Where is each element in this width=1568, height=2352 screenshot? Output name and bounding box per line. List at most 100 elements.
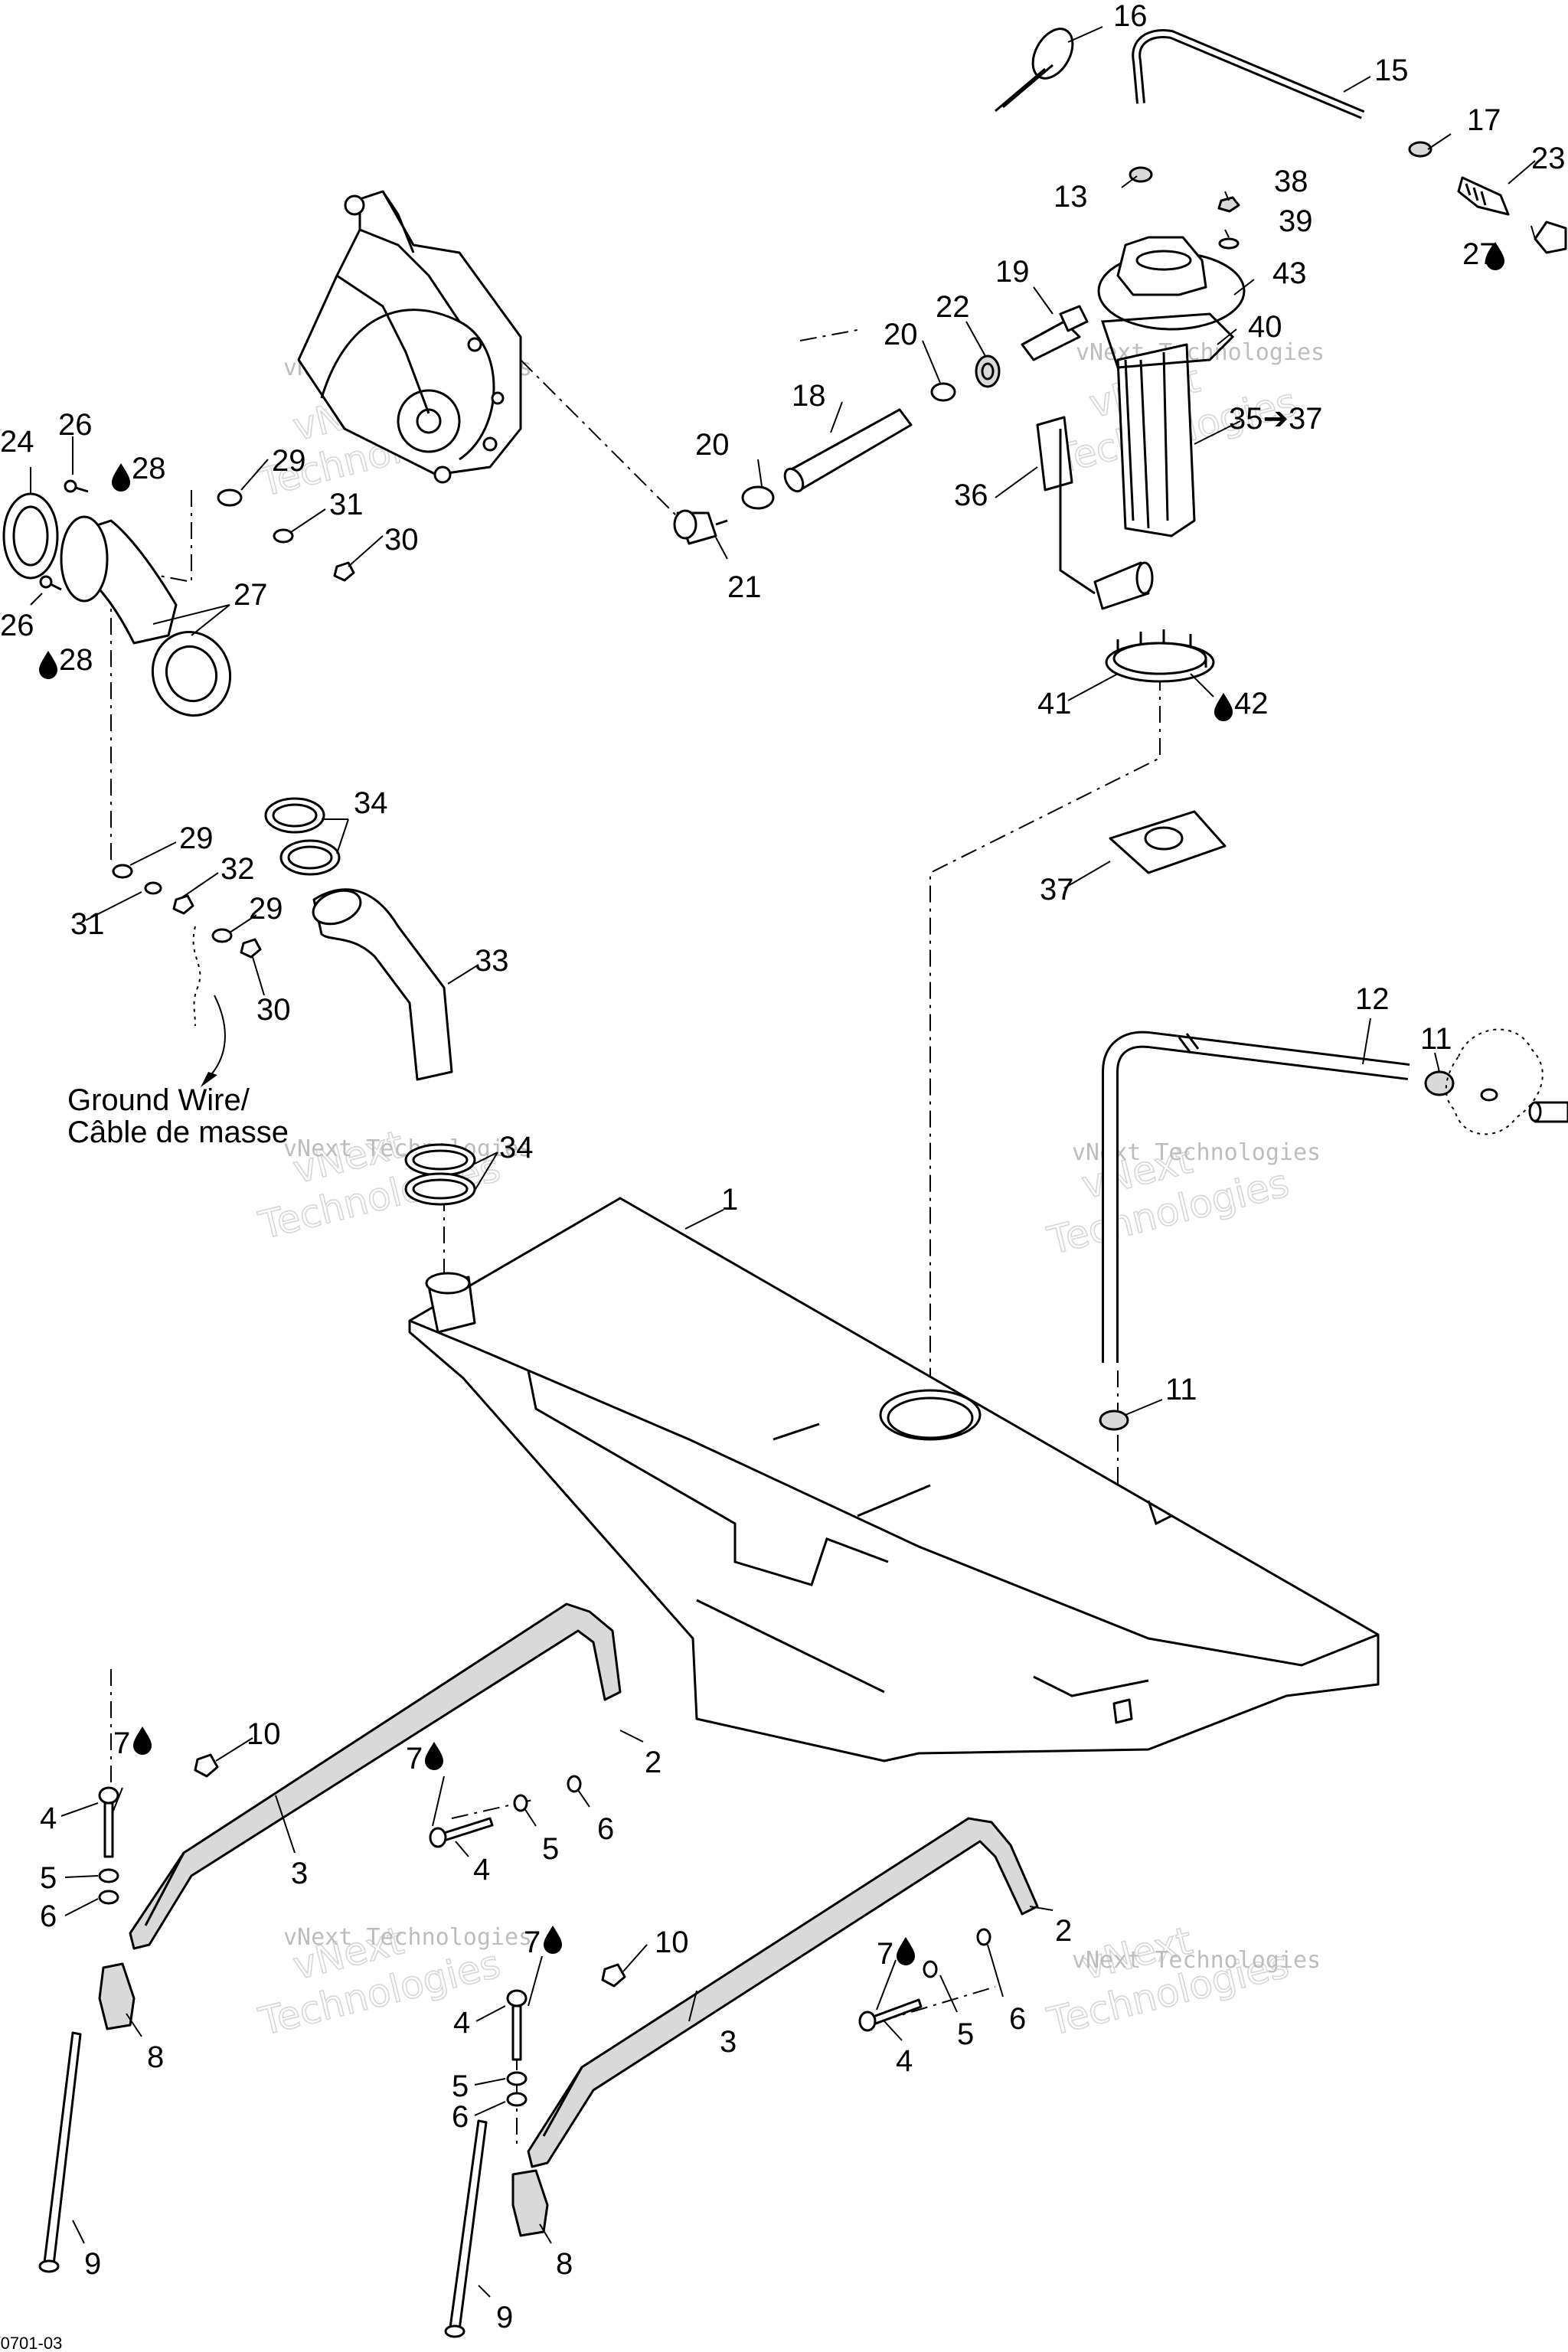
- callout-4: 4: [40, 1802, 57, 1835]
- callout-27: 27: [234, 578, 268, 612]
- callout-5: 5: [542, 1832, 559, 1866]
- clamp: [1408, 141, 1432, 158]
- callout-37: 37: [1040, 873, 1074, 906]
- callout-29: 29: [249, 892, 283, 926]
- vent-hose: [1102, 1031, 1410, 1363]
- callout-4: 4: [453, 2006, 470, 2040]
- callout-10: 10: [247, 1717, 281, 1751]
- callout-29: 29: [272, 444, 306, 478]
- callout-15: 15: [1374, 54, 1409, 87]
- callout-8: 8: [556, 2247, 573, 2281]
- cable-tie: [995, 28, 1074, 113]
- callout-3: 3: [720, 2025, 737, 2059]
- drop-icon: [544, 1926, 562, 1954]
- callout-18: 18: [792, 379, 826, 413]
- callout-29: 29: [179, 822, 214, 855]
- screw: [39, 575, 62, 591]
- vent-fitting: [1445, 1028, 1568, 1135]
- callout-11: 11: [1420, 1022, 1452, 1056]
- screw: [64, 479, 89, 493]
- bolt: [858, 1998, 923, 2032]
- callout-28: 28: [59, 643, 93, 677]
- clamp: [930, 382, 956, 402]
- bolt: [506, 1989, 528, 2061]
- washer: [112, 864, 133, 879]
- callout-30: 30: [256, 993, 291, 1027]
- callout-7: 7: [877, 1937, 893, 1971]
- washer: [976, 1928, 991, 1946]
- hose-clamp: [404, 1172, 476, 1206]
- callout-6: 6: [597, 1812, 614, 1846]
- bolt: [98, 1786, 119, 1858]
- callout-27: 27: [1462, 237, 1497, 271]
- callout-1: 1: [721, 1183, 738, 1217]
- callout-32: 32: [220, 852, 255, 886]
- callout-2: 2: [645, 1746, 662, 1779]
- drop-icon: [133, 1726, 152, 1755]
- callout-2: 2: [1055, 1914, 1072, 1948]
- hose-clamp: [279, 839, 341, 876]
- callout-23: 23: [1531, 142, 1566, 175]
- callout-28: 28: [132, 452, 166, 485]
- watermark: vNext Technologies: [1043, 1137, 1294, 1264]
- callout-36: 36: [954, 479, 988, 512]
- long-bolt: [38, 2031, 82, 2273]
- washer: [217, 488, 243, 507]
- fuel-tank: [408, 1197, 1380, 1762]
- engine-assembly: [297, 190, 522, 484]
- callout-19: 19: [995, 255, 1030, 289]
- washer: [98, 1890, 119, 1905]
- bracket: [511, 2169, 549, 2237]
- long-bolt: [444, 2119, 488, 2338]
- washer: [273, 528, 294, 544]
- callout-20: 20: [695, 428, 730, 462]
- washer: [98, 1868, 119, 1883]
- bolt: [429, 1817, 494, 1848]
- callout-17: 17: [1467, 103, 1501, 137]
- callout-7: 7: [113, 1726, 130, 1760]
- clamp: [1424, 1070, 1455, 1096]
- callout-9: 9: [496, 2301, 513, 2334]
- tank-strap-upper: [129, 1602, 622, 1950]
- callout-6: 6: [452, 2100, 469, 2134]
- washer: [923, 1960, 938, 1978]
- hose-clamp: [264, 797, 325, 834]
- drop-icon: [897, 1937, 915, 1965]
- fuel-pump-module: [1097, 236, 1246, 537]
- drop-icon: [425, 1742, 443, 1770]
- callout-34: 34: [499, 1131, 534, 1165]
- callout-7: 7: [524, 1926, 541, 1959]
- nut: [172, 894, 194, 915]
- clamp: [741, 485, 775, 510]
- nut: [240, 938, 262, 959]
- callout-30: 30: [384, 523, 419, 557]
- washer: [506, 2071, 528, 2086]
- reference-code: 17/0701-03: [0, 2334, 62, 2352]
- lock-ring: [1105, 629, 1215, 683]
- callout-31: 31: [329, 488, 364, 521]
- clamp: [975, 354, 1001, 388]
- callout-4: 4: [473, 1853, 490, 1886]
- tank-strap-lower: [527, 1817, 1039, 2168]
- quick-connector: [1021, 305, 1089, 361]
- bracket: [98, 1962, 136, 2030]
- nut: [601, 1963, 626, 1988]
- callout-6: 6: [40, 1900, 57, 1933]
- washer: [144, 881, 162, 895]
- callout-7: 7: [406, 1742, 423, 1775]
- callout-38: 38: [1274, 165, 1308, 198]
- callout-21: 21: [727, 570, 762, 604]
- ground-wire-label-fr: Câble de masse: [67, 1116, 289, 1149]
- nut: [1534, 220, 1567, 254]
- filler-hose: [312, 888, 453, 1081]
- callout-20: 20: [884, 318, 918, 351]
- callout-6: 6: [1009, 2002, 1026, 2036]
- callout-8: 8: [147, 2040, 164, 2074]
- callout-5: 5: [452, 2069, 469, 2103]
- callout-13: 13: [1054, 180, 1088, 214]
- fuel-rail-fitting: [673, 509, 728, 545]
- leader-lines: [30, 26, 1536, 2298]
- callout-39: 39: [1279, 204, 1313, 238]
